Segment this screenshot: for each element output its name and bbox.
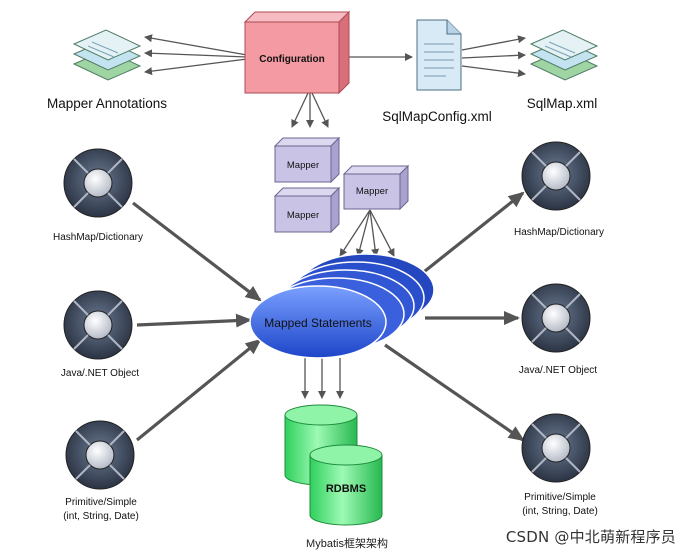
sqlmap-icon [529, 29, 599, 81]
left-primitive-sublabel: (int, String, Date) [63, 511, 139, 522]
watermark: CSDN @中北萌新程序员 [505, 528, 676, 546]
sqlmapconfig-label: SqlMapConfig.xml [382, 109, 492, 124]
mapper-label-3: Mapper [356, 186, 388, 197]
left-object-label: Java/.NET Object [61, 368, 139, 379]
right-primitive-label: Primitive/Simple [524, 492, 596, 503]
mapper-annotations-label: Mapper Annotations [47, 96, 167, 111]
right-ring-primitive [521, 413, 591, 483]
mapped-statements-stack [249, 253, 435, 359]
mapper-box-2: Mapper [273, 186, 341, 234]
config-to-annotations-arrows [144, 34, 248, 76]
right-primitive-sublabel: (int, String, Date) [522, 506, 598, 517]
mapper-box-1: Mapper [273, 136, 341, 184]
statements-to-rdbms-arrows [301, 358, 344, 399]
sqlmap-label: SqlMap.xml [527, 96, 598, 111]
output-arrows [384, 191, 525, 442]
mapper-annotations-icon [72, 29, 142, 81]
config-to-mapper-arrows [291, 92, 329, 128]
input-arrows [132, 201, 262, 442]
left-ring-hashmap [63, 148, 133, 218]
sqlmapconfig-to-sqlmap-arrows [461, 35, 526, 78]
left-ring-object [63, 290, 133, 360]
left-primitive-label: Primitive/Simple [65, 497, 137, 508]
right-ring-object [521, 283, 591, 353]
mapped-statements-label: Mapped Statements [264, 316, 371, 330]
mapper-to-statements-arrows [339, 209, 395, 257]
rdbms-cylinders [284, 404, 383, 526]
mapper-label-1: Mapper [287, 160, 319, 171]
sqlmapconfig-document-icon [416, 19, 462, 91]
rdbms-label: RDBMS [326, 483, 366, 495]
mapper-label-2: Mapper [287, 210, 319, 221]
right-object-label: Java/.NET Object [519, 365, 597, 376]
right-hashmap-label: HashMap/Dictionary [514, 227, 604, 238]
figure-caption: Mybatis框架架构 [306, 538, 388, 550]
left-ring-primitive [65, 420, 135, 490]
left-hashmap-label: HashMap/Dictionary [53, 232, 143, 243]
mapper-box-3: Mapper [342, 164, 410, 211]
right-ring-hashmap [521, 141, 591, 211]
configuration-box [243, 10, 351, 95]
configuration-label: Configuration [259, 54, 325, 65]
